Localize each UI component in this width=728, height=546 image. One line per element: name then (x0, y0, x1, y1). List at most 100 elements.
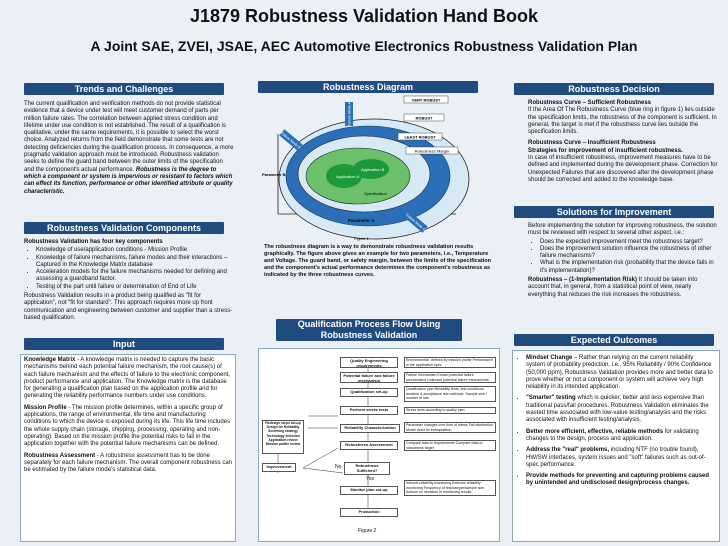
components-section: Robustness Validation has four key compo… (24, 239, 234, 322)
risk-text: It should be taken into account that, in… (528, 277, 698, 298)
flow-heading-line2: Robustness Validation (320, 330, 418, 340)
note-requirements: Environmental, defined by mission profil… (404, 357, 496, 368)
list-item: Testing of the part until failure or det… (36, 284, 234, 291)
production-box: Production (340, 508, 398, 517)
list-item: Does the improvement solution influence … (540, 246, 718, 261)
trends-emphasis: Robustness is the degree to which a comp… (24, 166, 233, 195)
list-item: What is the implementation risk (probabi… (540, 260, 718, 275)
application-b-area (353, 159, 389, 179)
solutions-intro: Before implementing the solution for imp… (528, 223, 717, 237)
list-item: Does the expected improvement meet the r… (540, 239, 718, 246)
note-monitoring: Intrinsic reliability monitoring Extrins… (404, 480, 496, 496)
figure1-label: Figure 1 (354, 236, 369, 241)
robust-label: ROBUST (416, 116, 433, 121)
input-heading: Input (24, 338, 224, 350)
paragraph-text: - The mission profile determines, within… (24, 404, 230, 448)
trends-heading: Trends and Challenges (24, 83, 224, 95)
very-robust-label: VERY ROBUST (412, 98, 441, 103)
failure-mode-b-label: Failure Mode B (280, 131, 302, 150)
note-parameter-changes: Parameter changes over time of stress Fa… (404, 422, 496, 433)
list-item: Better more efficient, effective, reliab… (526, 429, 714, 444)
outcomes-heading: Expected Outcomes (514, 334, 714, 346)
note-qualification-plan: Qualification plan Reliability tests, te… (404, 386, 496, 402)
diagram-caption: The robustness diagram is a way to demon… (264, 244, 492, 278)
list-item: Address the "real" problems, including N… (526, 447, 714, 469)
trends-section: The current qualification and verificati… (24, 101, 234, 196)
note-compare-data: Compare data to requirements Compare dat… (404, 440, 496, 451)
insufficient-subtitle: Strategies for improvement of insufficie… (528, 147, 683, 154)
input-panel (20, 354, 236, 542)
outcome-text: including NTF (no trouble found), HW/SW … (526, 447, 706, 468)
solutions-heading: Solutions for Improvement (514, 206, 714, 218)
quality-requirements-box: Quality Engineering requirements (340, 357, 398, 368)
trends-text: The current qualification and verificati… (24, 101, 234, 173)
note-stress-tests: Stress tests according to quality plan (404, 407, 496, 414)
outcomes-panel (512, 350, 720, 542)
poster-title: J1879 Robustness Validation Hand Book (189, 6, 539, 26)
application-a-label: Application A (336, 174, 359, 179)
paragraph-lead: Knowledge Matrix (24, 357, 76, 363)
failure-mode-a-label: Failure Mode A (348, 101, 352, 126)
outcome-lead: Better more efficient, effective, reliab… (526, 428, 664, 435)
qualification-setup-box: Qualification set-up (340, 388, 398, 397)
robustness-sufficient-box: Robustness Sufficient? (344, 462, 390, 475)
list-item: Knowledge of use/application conditions … (36, 247, 234, 254)
paragraph-text: - A robustness assessment has to be done… (24, 452, 232, 474)
input-section: Knowledge Matrix - A knowledge matrix is… (24, 357, 232, 474)
flow-heading: Qualification Process Flow Using Robustn… (276, 319, 462, 341)
sufficient-title: Robustness Curve – Sufficient Robustness (528, 100, 652, 106)
poster-subtitle: A Joint SAE, ZVEI, JSAE, AEC Automotive … (90, 38, 638, 54)
knowledge-matrix-paragraph: Knowledge Matrix - A knowledge matrix is… (24, 357, 232, 401)
components-closing: Robustness Validation results in a produ… (24, 293, 233, 321)
insufficient-title: Robustness Curve – Insufficient Robustne… (528, 140, 656, 147)
monitor-plan-box: Monitor plan set-up (340, 486, 398, 495)
margin-box (405, 146, 459, 155)
robustness-assessment-box: Robustness Assessment (340, 441, 398, 450)
paragraph-lead: Mission Profile (24, 404, 67, 411)
reliability-characterization-box: Reliability Characterization (340, 424, 400, 433)
list-item: Acceleration models for the failure mech… (36, 269, 234, 284)
components-lead: Robustness Validation has four key compo… (24, 239, 163, 245)
components-list: Knowledge of use/application conditions … (24, 247, 234, 291)
robustness-diagram: VERY ROBUST ROBUST LEAST ROBUST Robustne… (262, 95, 470, 241)
paragraph-lead: Robustness Assessment (24, 452, 96, 459)
parameter-a-label: Parameter A (348, 218, 375, 223)
flow-heading-line1: Qualification Process Flow Using (297, 319, 441, 329)
no-label: No (335, 464, 342, 470)
insufficient-text: In case of insufficient robustness, impr… (528, 155, 718, 183)
stress-tests-box: Perform stress tests (340, 406, 398, 415)
mission-profile-paragraph: Mission Profile - The mission profile de… (24, 405, 232, 449)
outcomes-section: Mindset Change – Rather than relying on … (516, 355, 714, 488)
outcome-lead: "Smarter" testing (526, 395, 576, 402)
paragraph-text: - A knowledge matrix is needed to captur… (24, 357, 231, 400)
outcome-text: for validating changes to the design, pr… (526, 428, 699, 442)
diagram-heading: Robustness Diagram (258, 81, 478, 93)
robustness-assessment-paragraph: Robustness Assessment - A robustness ass… (24, 453, 232, 475)
outcome-text: – Rather than relying on the current rel… (526, 355, 713, 391)
yes-label: Yes (366, 476, 375, 482)
robustness-margin-label: Robustness Margin (415, 149, 449, 154)
note-failure-mechanisms: Failure mechanism Known potential failur… (404, 372, 496, 383)
failure-mechanism-box: Potential failure and failure mechanism (340, 372, 398, 383)
application-a-area (326, 164, 362, 188)
least-robust-box (397, 132, 443, 141)
outcome-lead: Mindset Change (526, 355, 573, 361)
redesign-steps-box: Redesign steps set-up Design for Reliabi… (262, 420, 304, 454)
decision-section: Robustness Curve – Sufficient Robustness… (528, 100, 718, 184)
list-item: Mindset Change – Rather than relying on … (526, 355, 714, 391)
improvement-box: Improvement (262, 463, 296, 472)
list-item: "Smarter" testing which is quicker, bett… (526, 395, 714, 424)
robust-box (403, 113, 445, 122)
outcome-lead: Address the "real" problems, (526, 447, 610, 454)
risk-lead: Robustness – (1-Implementation Risk) (528, 277, 638, 284)
least-robust-label: LEAST ROBUST (404, 135, 436, 140)
solutions-section: Before implementing the solution for imp… (528, 223, 718, 299)
figure2-label: Figure 2 (358, 528, 377, 534)
application-b-label: Application B (361, 167, 385, 172)
decision-heading: Robustness Decision (514, 83, 714, 95)
list-item: Knowledge of failure mechanisms, failure… (36, 255, 234, 270)
solutions-list: Does the expected improvement meet the r… (528, 239, 718, 275)
list-item: Provide methods for preventing and captu… (526, 473, 714, 488)
sufficient-text: If the Area Of The Robustness Curve (blu… (528, 107, 717, 136)
components-heading: Robustness Validation Components (24, 222, 224, 234)
